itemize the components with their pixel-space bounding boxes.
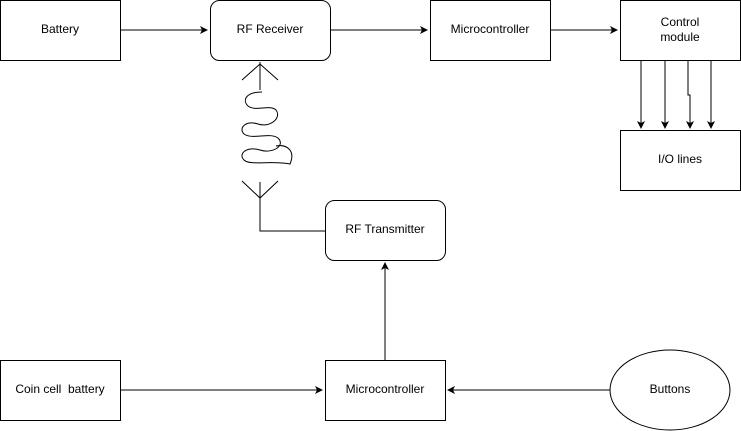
edge-antenna-to-rf-transmitter [259, 182, 326, 232]
control-module-label-line2: module [660, 30, 700, 44]
rf-transmitter-box [325, 200, 446, 261]
microcontroller-rx-box [430, 0, 551, 61]
control-module-label-line1: Control [661, 15, 700, 29]
io-lines-box [620, 130, 741, 191]
coin-cell-battery-box [0, 360, 121, 421]
buttons-ellipse [609, 349, 731, 431]
wireless-signal-squiggle [241, 91, 293, 165]
battery-label: Battery [41, 22, 79, 36]
microcontroller-tx-box [325, 360, 446, 421]
rf-transmitter-label: RF Transmitter [345, 222, 424, 236]
io-lines-label: I/O lines [658, 152, 702, 166]
buttons-label: Buttons [650, 382, 691, 396]
battery-box [0, 0, 121, 61]
control-module-box [620, 0, 741, 61]
receiver-antenna-arrow [241, 63, 279, 81]
rf-receiver-label: RF Receiver [237, 22, 304, 36]
edge-control-to-io-3 [686, 61, 694, 129]
microcontroller-rx-label: Microcontroller [451, 22, 530, 36]
rf-receiver-box [210, 0, 331, 61]
microcontroller-tx-label: Microcontroller [346, 382, 425, 396]
coin-cell-battery-label: Coin cell battery [15, 382, 104, 396]
